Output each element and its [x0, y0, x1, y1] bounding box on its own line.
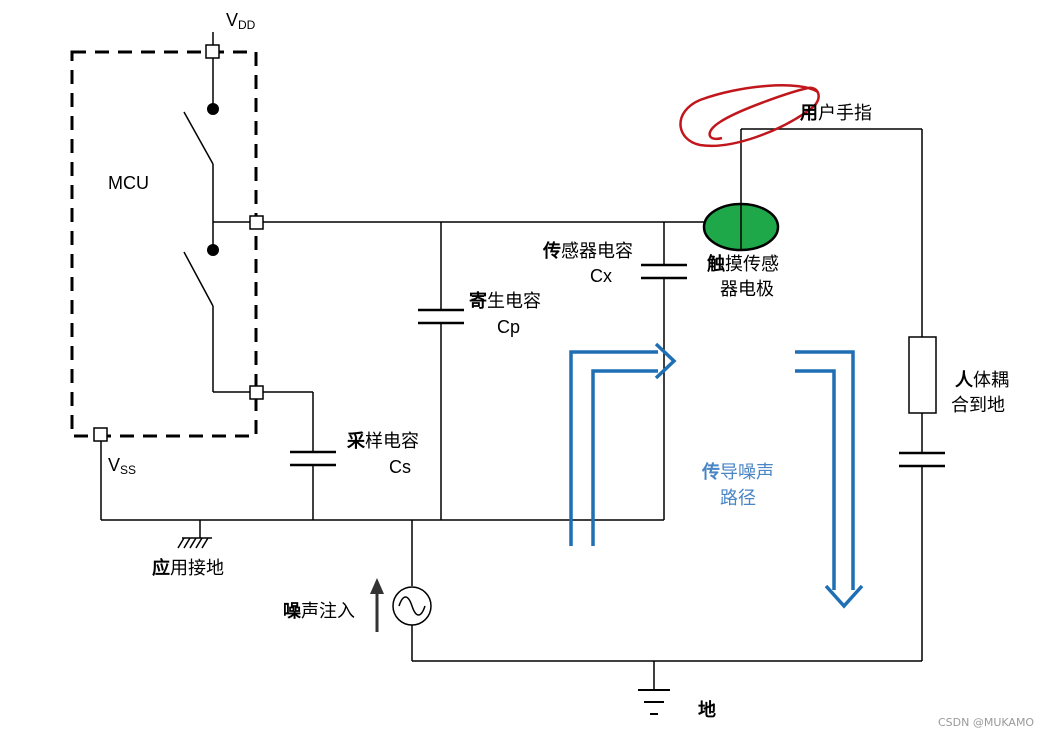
ground-hatch-4: [195, 537, 203, 549]
vss-label: VSS: [108, 455, 136, 477]
switch-1-contact: [207, 103, 219, 115]
cp-label-line1: 寄生电容: [469, 290, 541, 311]
noise-inject-arrow-head: [370, 578, 384, 594]
electrode-label-line2: 器电极: [720, 279, 774, 299]
vdd-label: VDD: [226, 10, 256, 32]
cp-label-line2: Cp: [497, 317, 520, 337]
body-label-line2: 合到地: [951, 395, 1005, 415]
body-resistor: [908, 336, 937, 414]
app-ground-label: 应用接地: [152, 557, 224, 578]
cs-pin: [249, 385, 264, 400]
cs-label-line1: 采样电容: [346, 431, 419, 451]
ground-hatch-2: [183, 537, 191, 549]
switch-1-blade: [183, 111, 214, 165]
ground-hatch-1: [177, 537, 185, 549]
mcu-label: MCU: [108, 173, 149, 193]
vss-pin: [93, 427, 108, 442]
vdd-pin: [205, 44, 220, 59]
noise-path-arrow-down: [795, 350, 864, 609]
noise-inject-label: 噪声注入: [283, 601, 355, 621]
ground-hatch-3: [189, 537, 197, 549]
sense-pin: [249, 215, 264, 230]
finger-outline: [679, 84, 820, 148]
cs-label-line2: Cs: [389, 457, 411, 477]
ground-hatch-5: [201, 537, 209, 549]
cx-label-line2: Cx: [590, 266, 612, 286]
switch-2-contact: [207, 244, 219, 256]
switch-2-blade: [183, 251, 214, 307]
cx-label-line1: 传感器电容: [542, 240, 633, 261]
body-label-line1: 人体耦: [955, 370, 1009, 390]
watermark: CSDN @MUKAMO: [938, 716, 1034, 729]
noise-path-label-line2: 路径: [720, 488, 756, 508]
mcu-boundary: [70, 50, 258, 438]
electrode-label-line1: 触摸传感: [707, 253, 779, 274]
noise-path-arrow-up: [569, 342, 677, 546]
finger-label: 用户手指: [800, 103, 872, 123]
sine-wave-icon: [398, 596, 426, 616]
earth-label: 地: [698, 699, 716, 720]
noise-path-label-line1: 传导噪声: [701, 461, 774, 482]
